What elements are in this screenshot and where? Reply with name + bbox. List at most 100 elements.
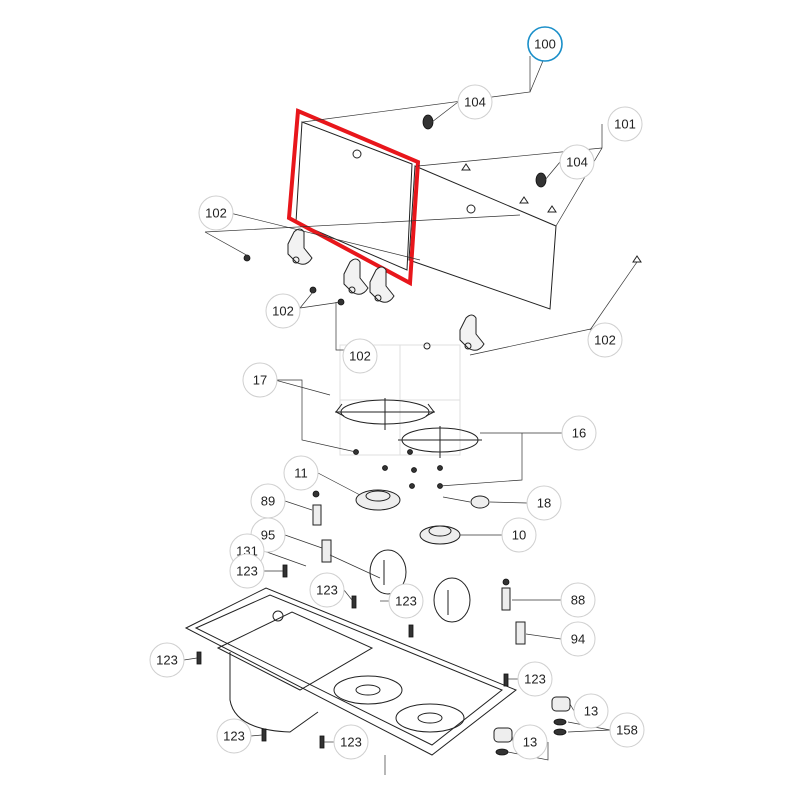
burner-cap-10 [419, 525, 461, 545]
callout-l11: 11 [283, 455, 319, 491]
callout-number: 123 [156, 653, 178, 668]
callout-circle [229, 553, 265, 589]
bumper-104-b [535, 172, 547, 188]
callout-number: 95 [261, 528, 275, 543]
nozzle-18 [470, 495, 490, 509]
callout-circle [388, 583, 424, 619]
screw [243, 254, 251, 262]
hob-sink-body [184, 587, 517, 756]
callout-l88: 88 [560, 582, 596, 618]
callout-l123a: 123 [229, 553, 265, 589]
pan-support-17 [335, 398, 435, 430]
callout-l123c: 123 [388, 583, 424, 619]
callout-circle [501, 517, 537, 553]
callout-l18: 18 [526, 485, 562, 521]
pin [461, 163, 471, 171]
watermark [339, 344, 461, 456]
callout-l123f: 123 [216, 718, 252, 754]
callout-l17: 17 [242, 362, 278, 398]
highlight-frame [286, 108, 421, 287]
valve-leaders [263, 500, 562, 640]
callout-circle [517, 661, 553, 697]
callout-circle [149, 642, 185, 678]
callout-number: 13 [523, 735, 537, 750]
burner-valve-group [369, 549, 471, 623]
callout-l123b: 123 [309, 572, 345, 608]
callout-l102b: 102 [265, 293, 301, 329]
callout-l13b: 13 [512, 724, 548, 760]
callout-number: 94 [571, 632, 585, 647]
ignitor-88 [501, 578, 511, 611]
callout-number: 16 [572, 426, 586, 441]
callout-circle [573, 693, 609, 729]
callout-circle [242, 362, 278, 398]
callout-l158: 158 [609, 712, 645, 748]
callout-circle [560, 621, 596, 657]
callout-l10: 10 [501, 517, 537, 553]
callout-circle [607, 106, 643, 142]
callout-l123e: 123 [517, 661, 553, 697]
hinge-mid-1 [343, 258, 369, 295]
burner-cap-11 [355, 489, 401, 511]
callout-number: 123 [316, 583, 338, 598]
callout-circle [333, 724, 369, 760]
callout-l123d: 123 [149, 642, 185, 678]
callout-l100: 100 [527, 26, 563, 62]
callout-number: 123 [236, 564, 258, 579]
callout-number: 104 [566, 155, 588, 170]
callout-circle [561, 415, 597, 451]
callout-circle [526, 485, 562, 521]
label-bubbles: 100 104 101 104 102 102 102 102 17 16 11 89 18 95 10 13… [149, 26, 645, 760]
callout-l101: 101 [607, 106, 643, 142]
callout-number: 123 [223, 729, 245, 744]
callout-l104a: 104 [457, 84, 493, 120]
callout-circle [309, 572, 345, 608]
callout-number: 102 [349, 349, 371, 364]
callout-number: 10 [512, 528, 526, 543]
callout-l94: 94 [560, 621, 596, 657]
callout-number: 102 [205, 206, 227, 221]
thermocouple-95 [321, 539, 332, 563]
callout-number: 123 [524, 672, 546, 687]
callout-circle [216, 718, 252, 754]
hinge-right [459, 314, 485, 351]
bumper-104-a [422, 114, 434, 130]
burner-leaders [317, 472, 528, 536]
callout-l102d: 102 [587, 322, 623, 358]
callout-number: 11 [294, 466, 308, 481]
callout-circle [283, 455, 319, 491]
callout-l123g: 123 [333, 724, 369, 760]
callout-number: 13 [584, 704, 598, 719]
glass-lid-small [295, 121, 413, 271]
callout-l102c: 102 [342, 338, 378, 374]
callout-number: 17 [253, 373, 267, 388]
control-knobs [493, 696, 571, 756]
hinge-mid-2 [369, 266, 395, 303]
callout-number: 123 [395, 594, 417, 609]
screw-leaders [183, 570, 518, 743]
burner-base-right [395, 703, 465, 733]
callout-circle [527, 26, 563, 62]
callout-l16: 16 [561, 415, 597, 451]
valve-89 [312, 490, 322, 526]
callout-circle [457, 84, 493, 120]
lid-assembly [243, 108, 642, 351]
hinge-left [287, 228, 313, 265]
lid-hole [352, 149, 362, 159]
callout-number: 18 [537, 496, 551, 511]
pan-support-16 [398, 426, 482, 458]
callout-number: 89 [261, 494, 275, 509]
callout-circle [198, 195, 234, 231]
glass-lid-panel [408, 165, 557, 310]
callout-l104b: 104 [559, 144, 595, 180]
callout-circle [560, 582, 596, 618]
callout-number: 102 [272, 304, 294, 319]
callout-circle [559, 144, 595, 180]
callout-number: 101 [614, 117, 636, 132]
callout-number: 102 [594, 333, 616, 348]
lid-hole [466, 204, 476, 214]
callout-l13a: 13 [573, 693, 609, 729]
callout-number: 100 [534, 37, 556, 52]
callout-number: 88 [571, 593, 585, 608]
